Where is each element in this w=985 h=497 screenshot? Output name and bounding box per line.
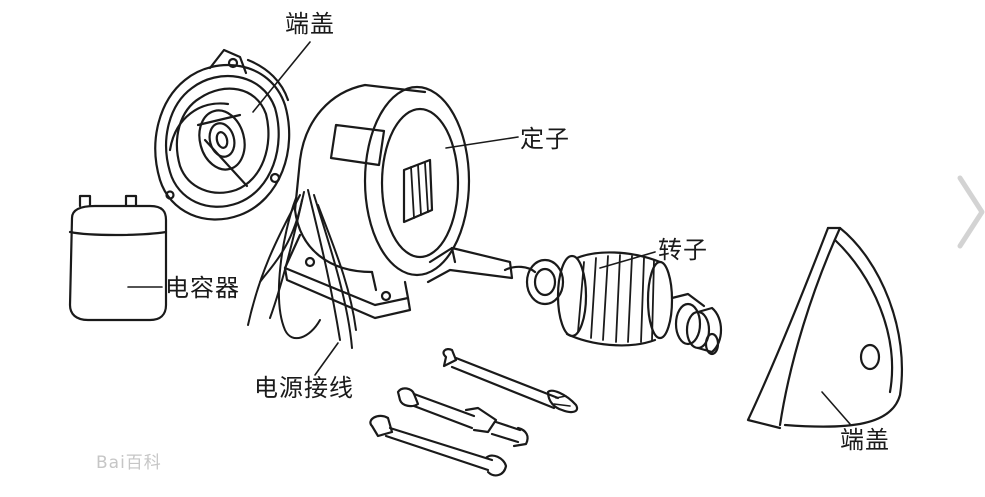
leader-power-leads	[314, 342, 339, 376]
leader-end-cover-right	[821, 391, 851, 425]
power-leads	[247, 189, 357, 349]
capacitor	[68, 194, 168, 322]
label-end-cover-bottom: 端盖	[840, 426, 890, 454]
label-capacitor: 电容器	[165, 274, 240, 302]
label-end-cover-top: 端盖	[285, 10, 335, 38]
label-stator: 定子	[520, 125, 570, 153]
baidu-baike-watermark: Bai百科	[96, 453, 162, 473]
next-image-button[interactable]	[955, 172, 985, 252]
rotor	[503, 251, 723, 356]
end-cover-top	[154, 48, 291, 221]
leader-end-cover-top	[252, 41, 311, 113]
leader-stator	[445, 136, 519, 149]
next-arrow-chevron-icon	[957, 175, 985, 249]
leader-rotor	[599, 251, 656, 269]
label-rotor: 转子	[658, 236, 708, 264]
bolts	[369, 348, 579, 477]
label-power-leads: 电源接线	[254, 374, 354, 402]
end-cover-right	[746, 226, 904, 430]
stator	[283, 83, 514, 320]
